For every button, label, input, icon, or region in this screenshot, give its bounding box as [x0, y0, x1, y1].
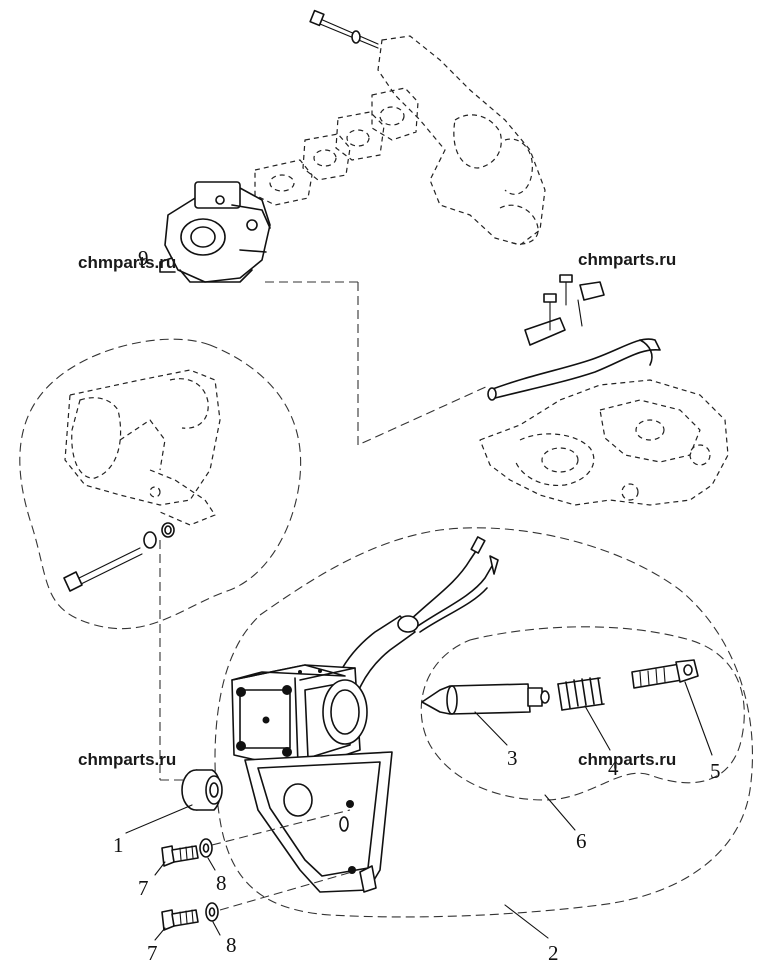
callout-2: 2: [548, 941, 559, 965]
carburetor: [159, 181, 271, 283]
push-rod: [631, 659, 699, 689]
callout-leaders: [125, 681, 713, 941]
bolt-lower: [161, 909, 199, 931]
callout-6: 6: [576, 829, 587, 853]
solenoid-housing: [231, 664, 368, 771]
cylinder-head-ghost: [64, 369, 221, 526]
callout-8-lower: 8: [226, 933, 237, 957]
callout-5: 5: [710, 759, 721, 783]
grommet: [181, 769, 223, 811]
leader-dashed-carb: [265, 281, 491, 446]
callout-9: 9: [138, 246, 149, 270]
washer-lower: [205, 902, 219, 922]
callout-3: 3: [507, 746, 518, 770]
callout-8-upper: 8: [216, 871, 227, 895]
enclosure-part-6: [420, 626, 745, 801]
watermark-1: chmparts.ru: [78, 253, 176, 272]
leader-bolt-lower: [219, 871, 353, 911]
solenoid-wires: [404, 536, 499, 633]
enclosure-head-area: [19, 338, 302, 630]
callout-4: 4: [608, 756, 619, 780]
bolt-upper: [161, 845, 199, 867]
callout-7-upper: 7: [138, 876, 149, 900]
sensor-bolt: [63, 522, 175, 592]
breather-hose: [487, 338, 661, 401]
watermark-4: chmparts.ru: [578, 750, 676, 769]
engine-block-ghost: [479, 379, 729, 506]
callout-1: 1: [113, 833, 124, 857]
mounting-bracket: [244, 751, 393, 893]
hose-clamp-bolts: [524, 274, 605, 346]
intake-manifold-ghost: [254, 35, 546, 246]
callout-7-lower: 7: [147, 941, 158, 965]
leader-bolt-upper: [211, 809, 351, 846]
watermark-3: chmparts.ru: [78, 750, 176, 769]
watermark-2: chmparts.ru: [578, 250, 676, 269]
manifold-bolt: [309, 9, 379, 49]
plunger: [421, 683, 550, 715]
washer-upper: [199, 838, 213, 858]
return-spring: [557, 677, 605, 711]
